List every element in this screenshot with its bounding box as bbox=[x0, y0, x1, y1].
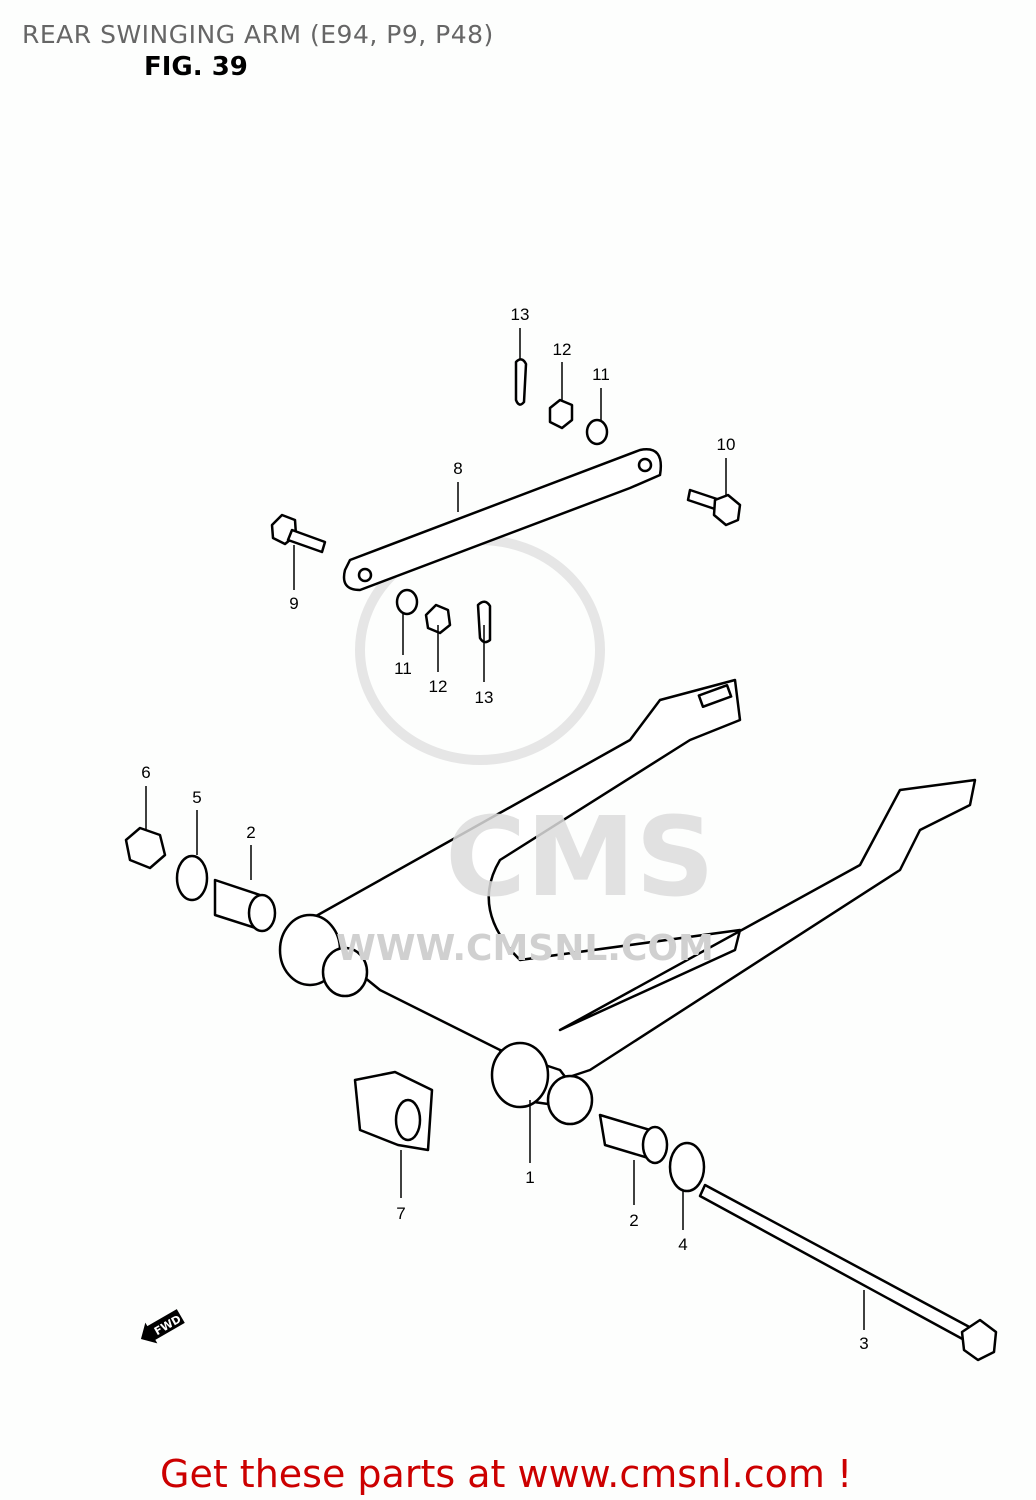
watermark-brand: CMS bbox=[445, 793, 714, 921]
washer-part-5[interactable] bbox=[175, 854, 209, 902]
callout-1: 1 bbox=[525, 1168, 534, 1187]
diagram-title: REAR SWINGING ARM (E94, P9, P48) bbox=[22, 20, 494, 49]
callout-2: 2 bbox=[246, 823, 255, 842]
watermark-url: WWW.CMSNL.COM bbox=[336, 928, 714, 969]
pivot-bolt-part-3[interactable] bbox=[698, 1183, 998, 1362]
fwd-arrow-icon: FWD bbox=[140, 1309, 185, 1344]
bushing-part-2b[interactable] bbox=[598, 1113, 669, 1165]
callout-8: 8 bbox=[453, 459, 462, 478]
bushing-part-2[interactable] bbox=[213, 878, 277, 933]
bushing-part-7[interactable] bbox=[353, 1070, 434, 1152]
callout-7: 7 bbox=[396, 1204, 405, 1223]
footer-promo-link[interactable]: Get these parts at www.cmsnl.com ! bbox=[160, 1452, 853, 1496]
callout-13: 13 bbox=[511, 305, 530, 324]
leader-lines bbox=[145, 328, 865, 1330]
callout-4: 4 bbox=[678, 1235, 687, 1254]
callout-11: 11 bbox=[592, 365, 610, 384]
callout-12: 12 bbox=[553, 340, 572, 359]
bolt-part-10[interactable] bbox=[686, 488, 742, 527]
callout-11b: 11 bbox=[394, 659, 412, 678]
callout-13b: 13 bbox=[475, 688, 494, 707]
callout-5: 5 bbox=[192, 788, 201, 807]
figure-number: FIG. 39 bbox=[144, 52, 248, 82]
nut-part-6[interactable] bbox=[124, 826, 167, 870]
callout-12b: 12 bbox=[429, 677, 448, 696]
swing-arm-part-1[interactable] bbox=[278, 678, 977, 1126]
callout-2b: 2 bbox=[629, 1211, 638, 1230]
callout-6: 6 bbox=[141, 763, 150, 782]
bolt-part-9[interactable] bbox=[270, 513, 327, 554]
callout-3: 3 bbox=[859, 1334, 868, 1353]
callout-10: 10 bbox=[717, 435, 736, 454]
fastener-small-parts[interactable] bbox=[395, 358, 609, 644]
torque-link-part-8[interactable] bbox=[342, 448, 663, 592]
callout-9: 9 bbox=[289, 594, 298, 613]
washer-part-4[interactable] bbox=[668, 1141, 706, 1193]
watermark-logo: CMS WWW.CMSNL.COM bbox=[336, 793, 715, 969]
